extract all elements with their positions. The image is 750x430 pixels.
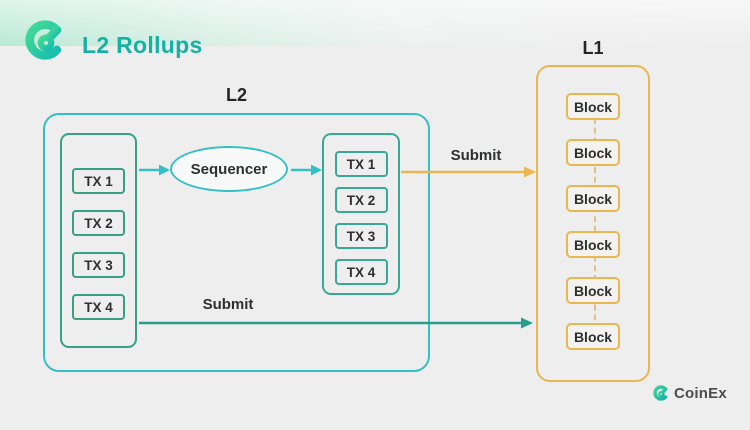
block-box: Block [566, 277, 620, 304]
block-box: Block [566, 93, 620, 120]
submit-bottom-label: Submit [202, 296, 254, 313]
l2-container-box [43, 113, 430, 372]
arrowhead-submit-top [524, 166, 536, 178]
tx-box: TX 4 [334, 259, 388, 285]
tx-box: TX 3 [334, 223, 388, 249]
block-box: Block [566, 139, 620, 166]
tx-box: TX 1 [72, 168, 125, 194]
tx-box: TX 1 [334, 151, 388, 177]
l1-container-box: Block Block Block Block Block Block [536, 65, 650, 382]
footer-brand: CoinEx [652, 384, 727, 402]
tx-box: TX 2 [334, 187, 388, 213]
tx-box: TX 3 [72, 252, 125, 278]
l1-section-label: L1 [582, 38, 604, 58]
brand-header: L2 Rollups [22, 17, 203, 63]
block-box: Block [566, 231, 620, 258]
sequencer-ellipse: Sequencer [170, 146, 288, 192]
l2-section-label: L2 [225, 85, 247, 105]
tx-box: TX 4 [72, 294, 125, 320]
l2-mempool-stack: TX 1 TX 2 TX 3 TX 4 [60, 133, 137, 348]
arrowhead-submit-bottom [521, 317, 533, 329]
block-box: Block [566, 323, 620, 350]
footer-brand-text: CoinEx [674, 384, 727, 402]
block-box: Block [566, 185, 620, 212]
coinex-logo-icon [25, 20, 62, 60]
top-gradient-band [0, 0, 750, 46]
page-title: L2 Rollups [82, 31, 203, 58]
coinex-footer-logo-icon [653, 385, 668, 401]
submit-top-label: Submit [450, 147, 502, 164]
block-chain-dashed-connector [594, 108, 596, 340]
tx-box: TX 2 [72, 210, 125, 236]
l2-ordered-stack: TX 1 TX 2 TX 3 TX 4 [322, 133, 400, 295]
